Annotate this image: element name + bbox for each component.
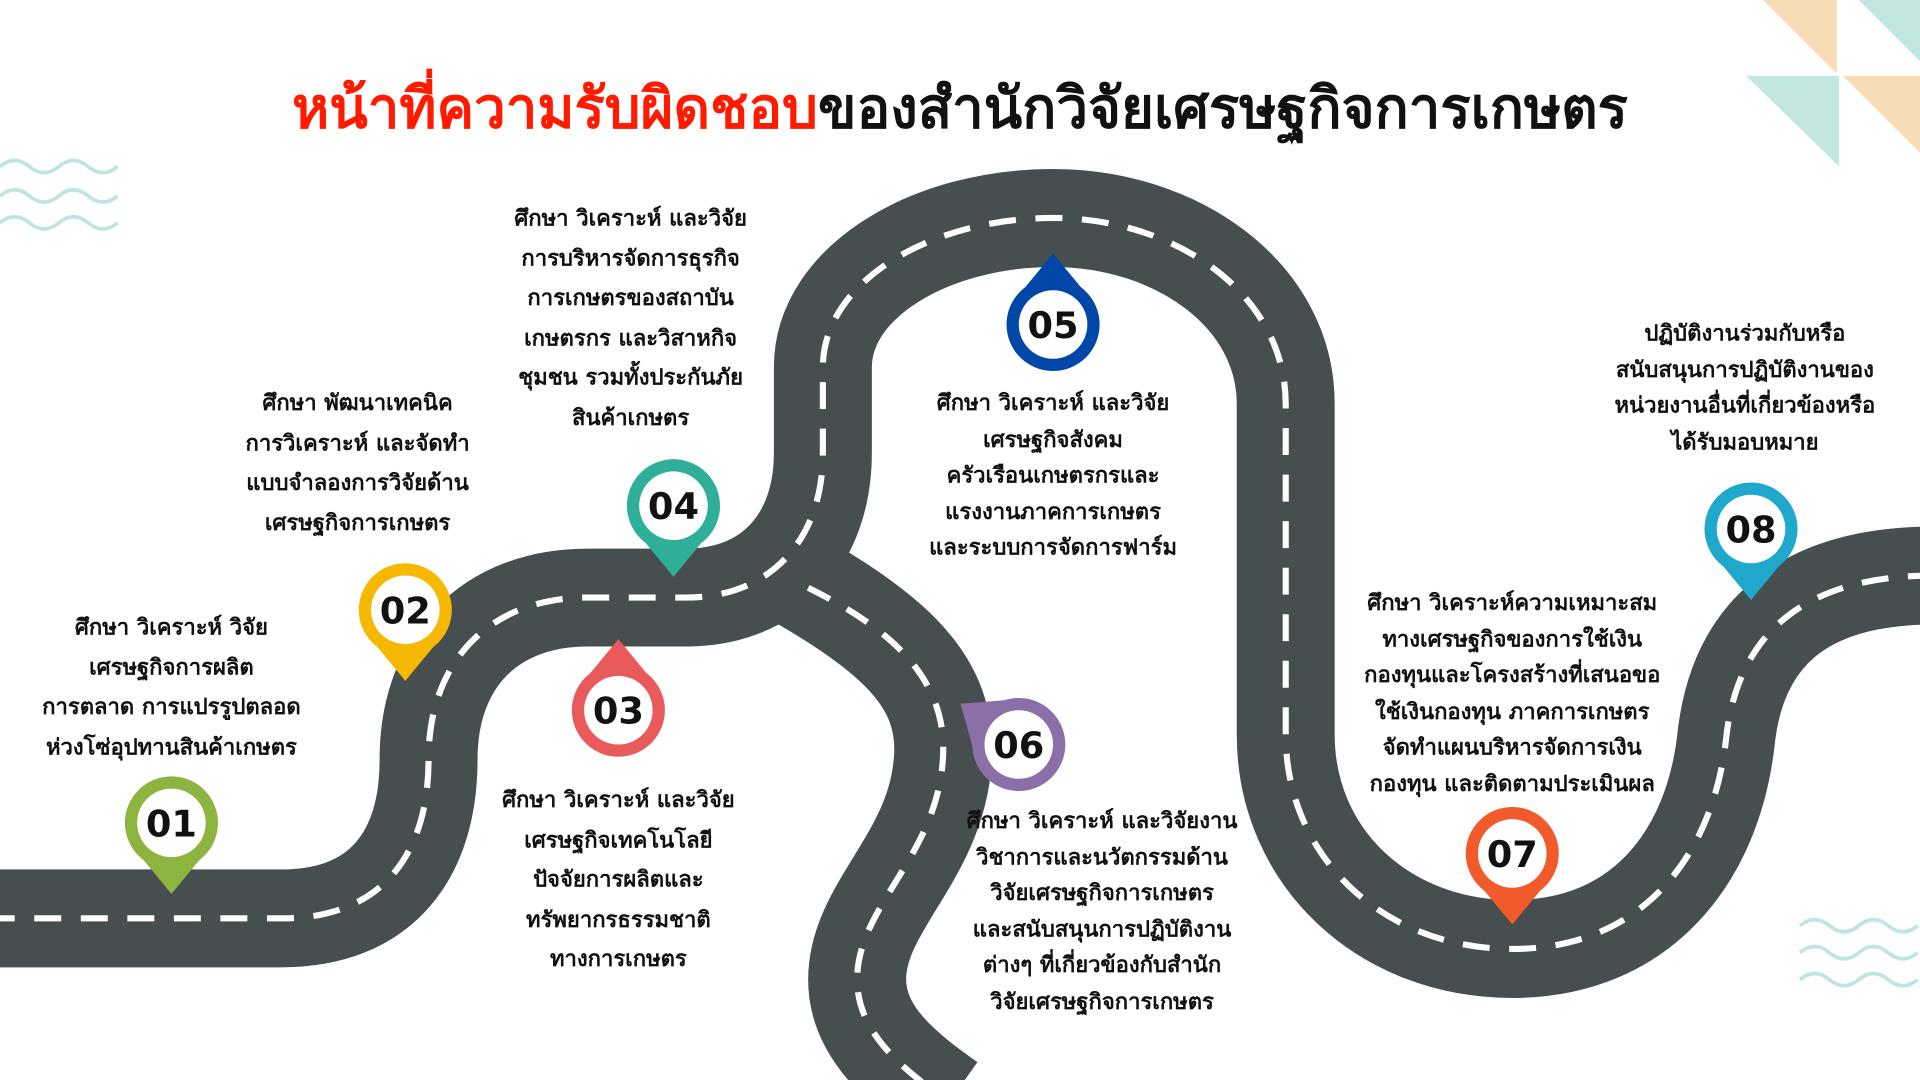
text-line: หน่วยงานอื่นที่เกี่ยวข้องหรือ [1614, 393, 1876, 419]
text-line: ศึกษา พัฒนาเทคนิค [262, 390, 453, 417]
map-pin-06: 06 [960, 697, 1066, 792]
title-highlight: หน้าที่ความรับผิดชอบ [292, 74, 818, 141]
text-line: ทางการเกษตร [549, 946, 687, 973]
text-line: และระบบการจัดการฟาร์ม [929, 535, 1178, 561]
decorative-waves-bottom-right [1798, 917, 1919, 988]
text-line: ครัวเรือนเกษตรกรและ [946, 462, 1160, 489]
text-line: ศึกษา วิเคราะห์ และวิจัยงาน [966, 808, 1238, 834]
text-line: การวิเคราะห์ และจัดทำ [245, 430, 470, 457]
text-line: ศึกษา วิเคราะห์ และวิจัย [936, 390, 1170, 417]
text-line: ทรัพยากรธรรมชาติ [526, 906, 711, 933]
map-pin-08: 08 [1704, 482, 1798, 601]
step-number: 03 [593, 690, 644, 733]
map-pin-03: 03 [571, 639, 665, 757]
map-pin-07: 07 [1465, 806, 1559, 925]
road-branch-lane-marking [806, 585, 947, 1080]
step-number: 04 [648, 485, 699, 528]
text-line: วิจัยเศรษฐกิจการเกษตร [990, 880, 1214, 907]
text-line: ต่างๆ ที่เกี่ยวข้องกับสำนัก [982, 952, 1222, 979]
text-line: ชุมชน รวมทั้งประกันภัย [518, 364, 743, 391]
road-main-lane-marking [0, 214, 1920, 953]
map-pin-04: 04 [626, 459, 721, 577]
text-line: ปัจจัยการผลิตและ [533, 866, 704, 893]
text-line: และสนับสนุนการปฏิบัติงาน [972, 916, 1232, 943]
page-title: หน้าที่ความรับผิดชอบของสำนักวิจัยเศรษฐกิ… [0, 64, 1920, 153]
text-line: แรงงานภาคการเกษตร [945, 498, 1161, 525]
step-07-description: ศึกษา วิเคราะห์ความเหมาะสมทางเศรษฐกิจของ… [1364, 585, 1660, 802]
text-line: จัดทำแผนบริหารจัดการเงิน [1382, 734, 1642, 761]
map-pin-icon [960, 697, 1066, 792]
step-number: 01 [146, 802, 197, 845]
map-pin-icon [1465, 806, 1559, 925]
text-line: การตลาด การแปรรูปตลอด [42, 694, 301, 721]
map-pin-icon [571, 639, 665, 757]
step-number: 05 [1028, 304, 1079, 347]
text-line: กองทุน และติดตามประเมินผล [1369, 770, 1655, 797]
map-pin-icon [1704, 482, 1798, 601]
step-01-description: ศึกษา วิเคราะห์ วิจัยเศรษฐกิจการผลิตการต… [42, 609, 301, 768]
text-line: สนับสนุนการปฏิบัติงานของ [1615, 356, 1874, 383]
step-02-description: ศึกษา พัฒนาเทคนิคการวิเคราะห์ และจัดทำแบ… [245, 384, 469, 543]
title-rest: ของสำนักวิจัยเศรษฐกิจการเกษตร [817, 74, 1628, 141]
step-number: 07 [1487, 833, 1538, 876]
text-line: ได้รับมอบหมาย [1671, 429, 1819, 455]
map-pin-01: 01 [124, 776, 218, 894]
map-pin-05: 05 [1006, 253, 1100, 372]
text-line: ห่วงโซ่อุปทานสินค้าเกษตร [45, 734, 297, 760]
map-pin-icon [358, 563, 452, 681]
text-line: เศรษฐกิจเทคโนโลยี [524, 827, 713, 853]
text-line: สินค้าเกษตร [571, 404, 690, 431]
map-pin-icon [124, 776, 218, 894]
text-line: ศึกษา วิเคราะห์ความเหมาะสม [1367, 590, 1658, 616]
text-line: เศรษฐกิจสังคม [983, 426, 1123, 453]
step-03-description: ศึกษา วิเคราะห์ และวิจัยเศรษฐกิจเทคโนโลย… [502, 781, 735, 980]
step-number: 02 [380, 589, 431, 632]
step-06-description: ศึกษา วิเคราะห์ และวิจัยงานวิชาการและนวั… [967, 803, 1238, 1020]
step-04-description: ศึกษา วิเคราะห์ และวิจัยการบริหารจัดการธ… [514, 200, 747, 439]
map-pin-icon [1006, 253, 1100, 372]
text-line: เศรษฐกิจการเกษตร [264, 510, 451, 536]
decorative-waves-top-left [0, 158, 119, 231]
text-line: ปฏิบัติงานร่วมกับหรือ [1644, 320, 1846, 347]
map-pin-02: 02 [358, 563, 452, 681]
step-number: 06 [993, 724, 1044, 767]
text-line: ศึกษา วิเคราะห์ วิจัย [74, 614, 268, 641]
text-line: แบบจำลองการวิจัยด้าน [246, 470, 469, 496]
text-line: วิชาการและนวัตกรรมด้าน [976, 844, 1228, 871]
text-line: เศรษฐกิจการผลิต [89, 654, 254, 681]
text-line: วิจัยเศรษฐกิจการเกษตร [990, 988, 1214, 1015]
text-line: กองทุนและโครงสร้างที่เสนอขอ [1364, 662, 1661, 689]
text-line: ศึกษา วิเคราะห์ และวิจัย [514, 205, 747, 232]
text-line: การบริหารจัดการธุรกิจ [521, 245, 740, 272]
step-05-description: ศึกษา วิเคราะห์ และวิจัยเศรษฐกิจสังคมครั… [929, 386, 1177, 567]
step-number: 08 [1725, 508, 1776, 551]
map-pin-icon [626, 459, 721, 577]
text-line: ใช้เงินกองทุน ภาคการเกษตร [1374, 698, 1650, 725]
road-branch [735, 514, 993, 1080]
text-line: การเกษตรของสถาบัน [527, 285, 734, 312]
text-line: ศึกษา วิเคราะห์ และวิจัย [502, 787, 735, 814]
step-08-description: ปฏิบัติงานร่วมกับหรือสนับสนุนการปฏิบัติง… [1615, 316, 1876, 460]
text-line: เกษตรกร และวิสาหกิจ [524, 325, 738, 351]
text-line: ทางเศรษฐกิจของการใช้เงิน [1382, 626, 1643, 653]
